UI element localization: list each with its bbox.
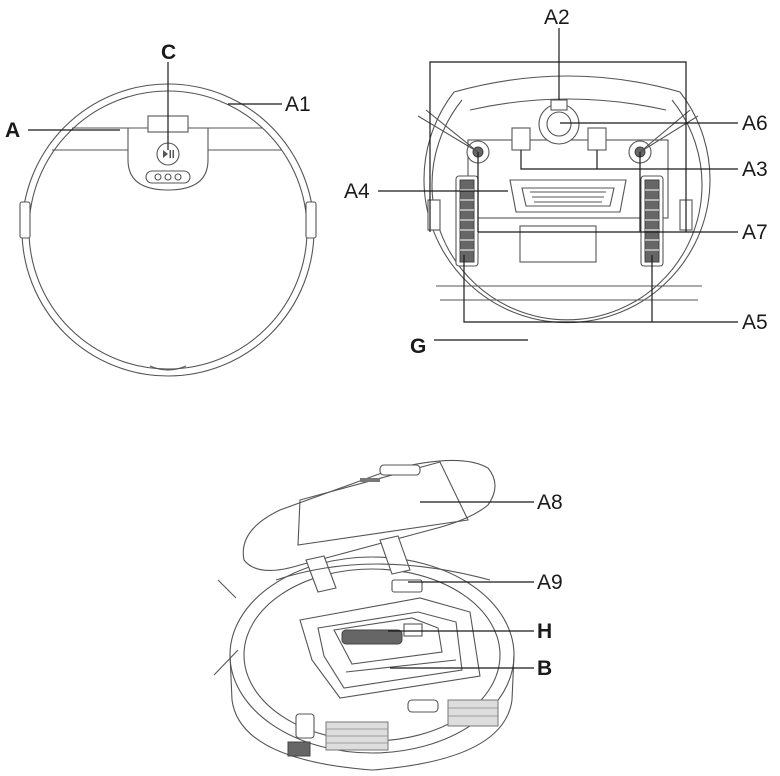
button-dot [164,173,172,181]
bumper-notch-left [19,201,31,239]
outline-bracket [429,61,687,232]
dustbin-latch [403,623,423,637]
body-side-wall [229,654,515,771]
vent-grille-right [447,699,499,727]
reset-button [391,579,423,593]
caster-wheel-inner [546,111,572,137]
dustbin-handle [341,629,403,645]
lid-sensor [379,464,421,476]
main-brush [521,187,615,207]
lid-panel [297,461,469,546]
vent-grille [325,721,389,751]
label-A2: A2 [544,6,570,29]
charging-contact-right [587,127,607,151]
robot-open-lid-view [213,459,515,771]
side-port [295,713,315,739]
side-brush-bristle [217,579,237,599]
leader-A3 [520,150,738,170]
bottom-inner-shell [431,99,703,321]
lid-hinge-left [305,555,337,593]
lid-hinge-right [379,535,411,575]
charging-contact-left [511,127,531,151]
label-A: A [5,119,20,142]
cliff-sensor-front [550,99,568,111]
dustbin-lid-line [345,659,457,673]
robot-top-view [19,83,317,377]
label-A9: A9 [537,571,563,594]
side-brush-bristle [639,109,691,153]
label-C: C [161,41,176,64]
side-brush-bristle [425,109,479,153]
drive-wheel-right [640,175,664,267]
drive-wheel-left [455,175,479,267]
button-strip [145,170,191,184]
play-pause-icon [163,150,174,158]
label-B: B [537,657,552,680]
robot-bottom-view: L R [417,75,711,324]
top-bottom-tab [149,365,187,371]
wheel-bracket [463,255,653,323]
label-A6: A6 [742,112,768,135]
lid-logo [360,478,380,482]
label-A8: A8 [537,491,563,514]
bottom-top-arc [453,75,681,93]
label-A4: A4 [344,180,370,203]
side-sensor-left [427,199,441,231]
label-A1: A1 [285,93,311,116]
hub-bracket [477,152,641,232]
body-top-edge [275,563,491,581]
dustbin-body [317,611,463,689]
dust-inlet [519,225,597,263]
main-brush-guard [509,179,627,213]
side-brush-bristle [639,115,699,153]
side-brush-bristle [417,115,479,153]
label-A3: A3 [742,158,768,181]
label-G: G [410,335,426,358]
button-dot [154,173,162,181]
button-dot [174,173,182,181]
bumper-notch-right [305,201,317,239]
bumper-band [469,98,667,111]
side-brush-bristle [213,649,239,676]
label-A5: A5 [742,311,768,334]
body-front-tab [407,699,439,713]
lid-outer [242,459,496,571]
label-H: H [537,620,552,643]
side-brush-mount [287,741,311,757]
label-A7: A7 [742,221,768,244]
